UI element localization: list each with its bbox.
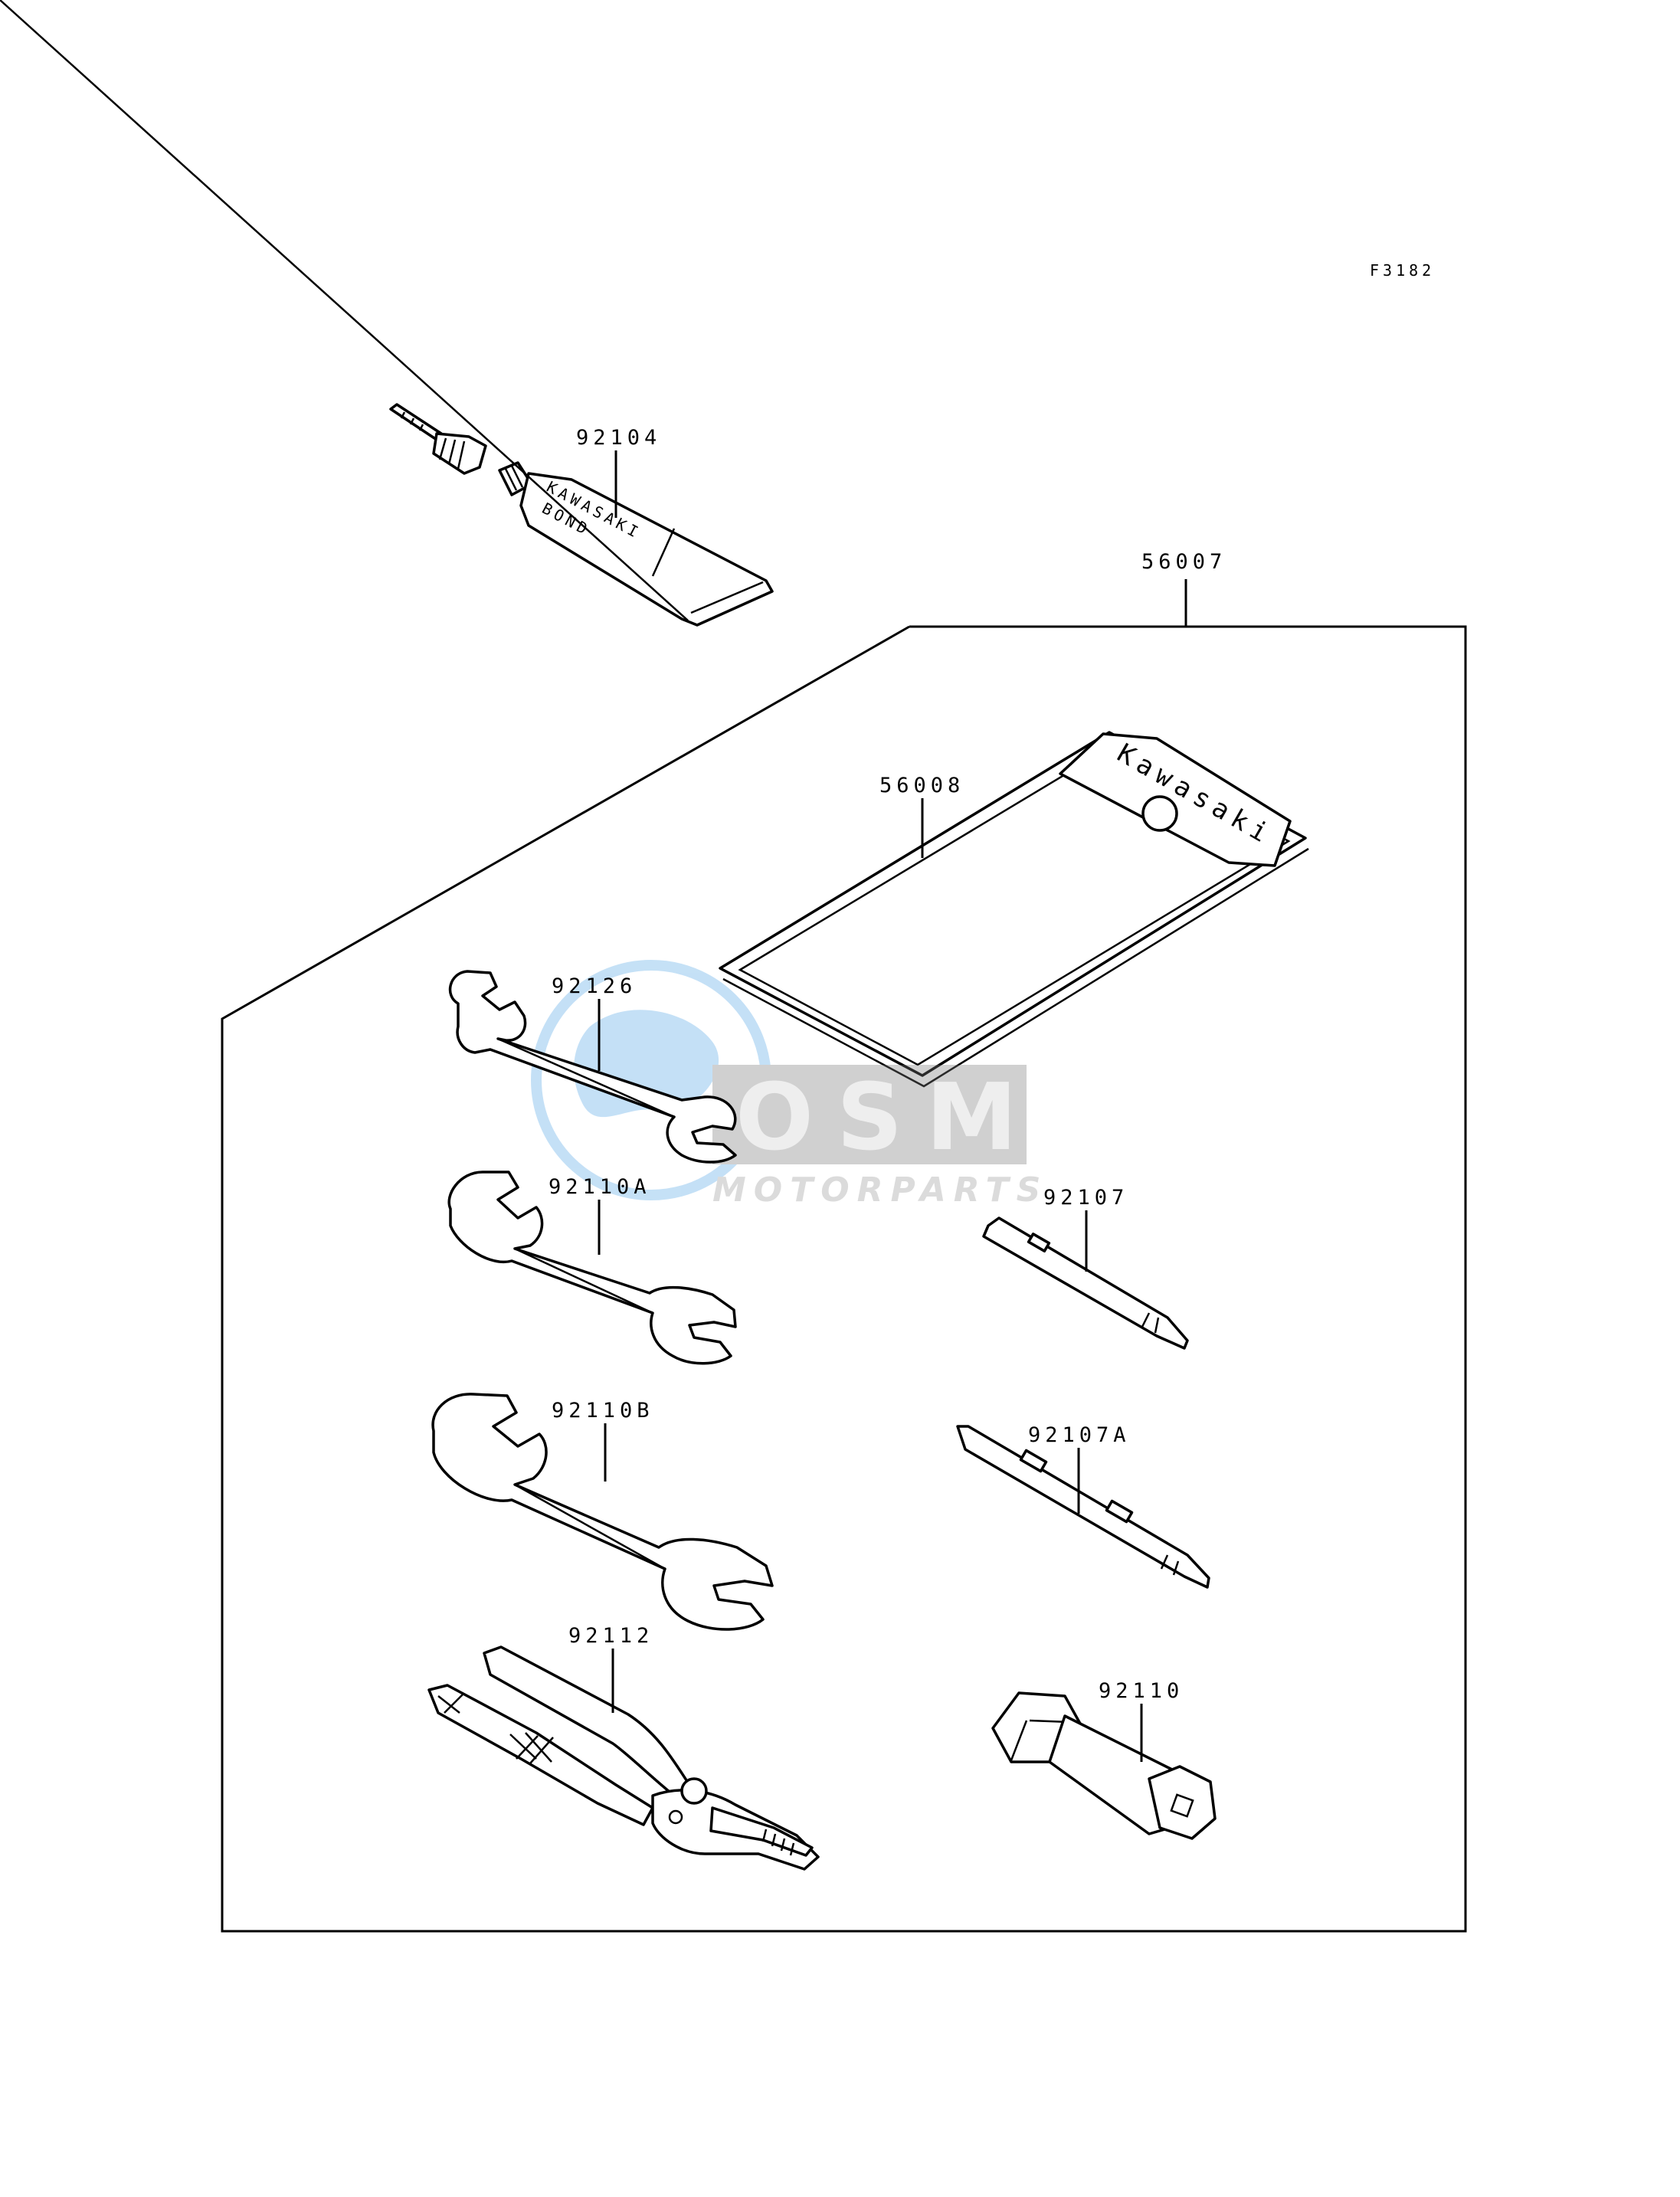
- wrench-large[interactable]: [431, 1393, 774, 1631]
- part-number-92110A[interactable]: 92110A: [549, 1175, 651, 1199]
- screwdriver-bit[interactable]: [982, 1216, 1189, 1350]
- watermark-logo: OSM: [735, 1065, 1040, 1171]
- tool-bag[interactable]: [719, 731, 1309, 1088]
- pliers-pivot: [680, 1777, 708, 1805]
- part-number-92126[interactable]: 92126: [552, 974, 637, 998]
- bond-tube[interactable]: [0, 0, 774, 627]
- watermark-text: MOTORPARTS: [712, 1171, 1048, 1210]
- pliers[interactable]: [427, 1645, 820, 1871]
- part-number-92110B[interactable]: 92110B: [552, 1399, 654, 1423]
- figure-code: F3182: [1370, 261, 1435, 280]
- plug-wrench[interactable]: [991, 1691, 1217, 1840]
- part-number-92104[interactable]: 92104: [576, 426, 661, 450]
- part-number-92110[interactable]: 92110: [1099, 1679, 1184, 1703]
- bag-snap-button: [1141, 795, 1178, 832]
- pliers-grip-pattern: [437, 1694, 554, 1764]
- part-number-56007[interactable]: 56007: [1141, 550, 1226, 574]
- wrench-medium[interactable]: [447, 1171, 737, 1365]
- part-number-92107[interactable]: 92107: [1043, 1186, 1128, 1210]
- part-number-56008[interactable]: 56008: [879, 774, 964, 797]
- part-number-92107A[interactable]: 92107A: [1028, 1423, 1131, 1447]
- osm-watermark: OSM MOTORPARTS: [531, 960, 1048, 1210]
- screwdriver-grip[interactable]: [956, 1425, 1210, 1589]
- part-number-92112[interactable]: 92112: [568, 1624, 653, 1648]
- tool-kit-outline: [221, 579, 1467, 1933]
- wrench-small[interactable]: [448, 970, 737, 1164]
